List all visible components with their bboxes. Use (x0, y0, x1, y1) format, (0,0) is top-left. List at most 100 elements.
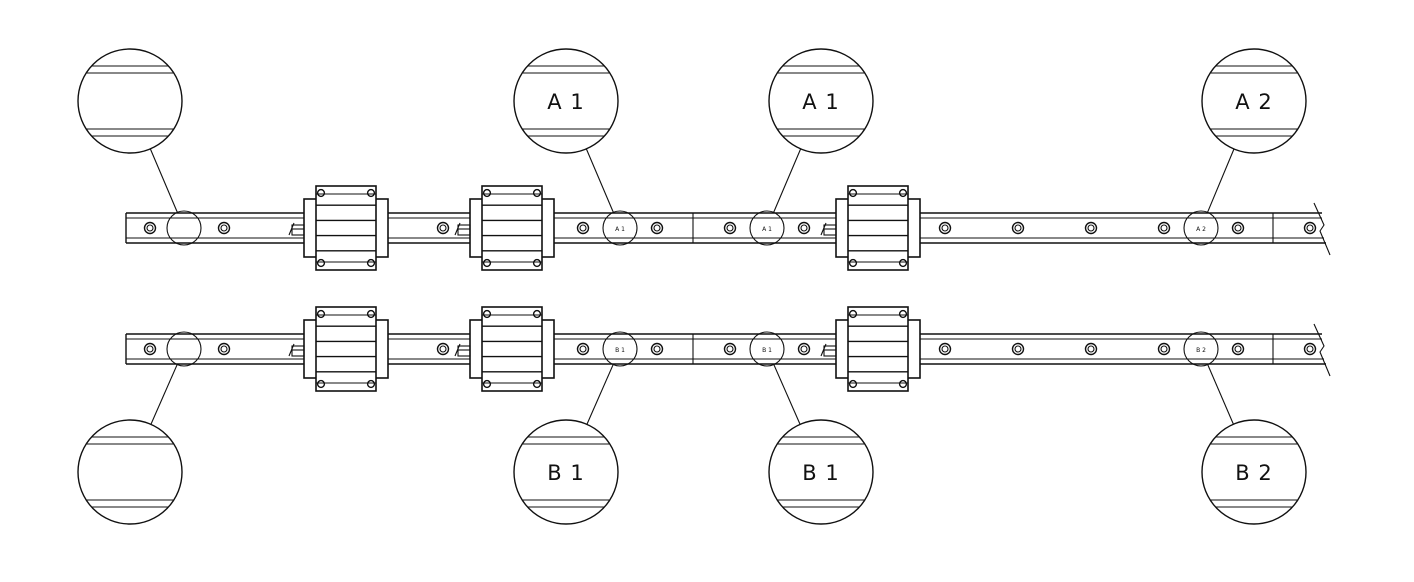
bolt (898, 309, 908, 319)
detail-marker-circle (602, 331, 638, 367)
detail-marker-text: A 1 (762, 226, 772, 233)
mounting-hole (217, 221, 231, 235)
bolt (316, 258, 326, 268)
detail-callout-a-4: A 2A 2 (1183, 48, 1307, 246)
mounting-hole (650, 342, 664, 356)
leader-line (150, 364, 178, 425)
grease-nipple (288, 343, 305, 357)
detail-circle (768, 48, 874, 154)
mounting-hole (938, 342, 952, 356)
detail-callout-a-1 (77, 48, 202, 246)
detail-circle (77, 419, 183, 525)
bolt (898, 258, 908, 268)
bolt (482, 188, 492, 198)
mounting-hole (1303, 221, 1317, 235)
detail-callout-b-4: B 2B 2 (1183, 331, 1307, 525)
bolt (316, 379, 326, 389)
bolt (532, 258, 542, 268)
break-mark (1313, 202, 1331, 256)
leader-line (586, 364, 614, 425)
detail-circle (77, 48, 183, 154)
grease-nipple (454, 343, 471, 357)
detail-marker-text: B 1 (615, 347, 625, 354)
leader-line (1207, 364, 1234, 425)
detail-marker-text: B 1 (762, 347, 772, 354)
rail-a: A 1 A 1 A 1 A 1 A 2A 2 (77, 48, 1331, 271)
detail-marker-text: A 1 (615, 226, 625, 233)
break-mark (1313, 323, 1331, 377)
detail-marker-circle (749, 210, 785, 246)
mounting-hole (436, 342, 450, 356)
leader-line (1207, 148, 1235, 213)
mounting-hole (576, 342, 590, 356)
bolt (848, 309, 858, 319)
mounting-hole (436, 221, 450, 235)
bolt (482, 379, 492, 389)
grease-nipple (820, 343, 837, 357)
bolt (366, 258, 376, 268)
carriage-block (820, 306, 921, 392)
bolt (366, 379, 376, 389)
detail-marker-circle (166, 331, 202, 367)
detail-label: A 1 (802, 90, 839, 114)
mounting-hole (1157, 221, 1171, 235)
detail-circle (1201, 419, 1307, 525)
detail-label: B 1 (547, 461, 584, 485)
grease-nipple (288, 222, 305, 236)
carriage-block (288, 185, 389, 271)
mounting-hole (1303, 342, 1317, 356)
mounting-hole (1231, 342, 1245, 356)
leader-line (149, 148, 178, 213)
detail-label: B 1 (802, 461, 839, 485)
bolt (316, 309, 326, 319)
mounting-hole (143, 342, 157, 356)
mounting-hole (1011, 342, 1025, 356)
grease-nipple (820, 222, 837, 236)
bolt (898, 188, 908, 198)
mounting-hole (143, 221, 157, 235)
bolt (532, 309, 542, 319)
mounting-hole (1084, 342, 1098, 356)
detail-callout-a-2: A 1 A 1 (513, 48, 638, 246)
carriage-block (288, 306, 389, 392)
mounting-hole (797, 221, 811, 235)
bolt (848, 379, 858, 389)
detail-marker-circle (602, 210, 638, 246)
bolt (848, 188, 858, 198)
bolt (366, 309, 376, 319)
mounting-hole (1011, 221, 1025, 235)
detail-circle (1201, 48, 1307, 154)
mounting-hole (1157, 342, 1171, 356)
bolt (366, 188, 376, 198)
mounting-hole (723, 221, 737, 235)
detail-marker-circle (1183, 210, 1219, 246)
bolt (482, 309, 492, 319)
mounting-hole (1231, 221, 1245, 235)
carriage-block (820, 185, 921, 271)
mounting-hole (938, 221, 952, 235)
detail-callout-a-3: A 1 A 1 (749, 48, 874, 246)
detail-label: B 2 (1235, 461, 1272, 485)
detail-callout-b-3: B 1 B 1 (749, 331, 874, 525)
detail-marker-circle (1183, 331, 1219, 367)
bolt (482, 258, 492, 268)
mounting-hole (797, 342, 811, 356)
detail-label: A 1 (547, 90, 584, 114)
detail-circle (513, 48, 619, 154)
detail-marker-circle (749, 331, 785, 367)
detail-circle (768, 419, 874, 525)
bolt (898, 379, 908, 389)
detail-label: A 2 (1235, 90, 1272, 114)
detail-marker-circle (166, 210, 202, 246)
bolt (316, 188, 326, 198)
mounting-hole (217, 342, 231, 356)
mounting-hole (723, 342, 737, 356)
bolt (532, 379, 542, 389)
detail-callout-b-1 (77, 331, 202, 525)
grease-nipple (454, 222, 471, 236)
mounting-hole (650, 221, 664, 235)
bolt (532, 188, 542, 198)
leader-line (585, 148, 614, 213)
leader-line (773, 148, 802, 213)
